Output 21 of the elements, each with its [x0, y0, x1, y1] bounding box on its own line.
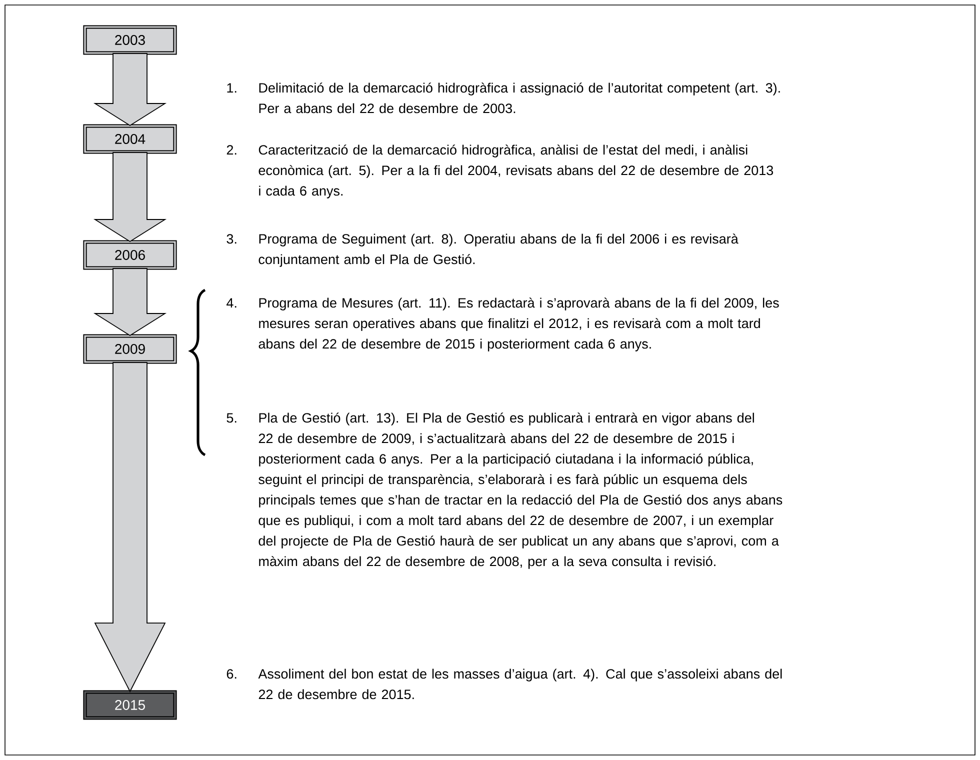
block-arrow [93, 152, 167, 242]
list-item-text: Caracterització de la demarcació hidrogràfica, anàlisi de l’estat del medi, i anàlisi econòmica (art. 5). Per a la fi del 2004, revisats abans del 22 de desembre de 2013 i cada 6 anys. [258, 144, 774, 198]
list-number: 1. [227, 83, 236, 93]
year-box: 2015 [83, 690, 177, 720]
list-number: 6. [226, 669, 236, 679]
list-item-text: Delimitació de la demarcació hidrogràfica i assignació de l’autoritat competent (art. 3). Per a abans del 22 de desembre de 2003. [259, 82, 780, 114]
year-box: 2004 [83, 124, 177, 154]
list-item-text: Pla de Gestió (art. 13). El Pla de Gestió es publicarà i entrarà en vigor abans del 22 de desembre de 2009, i s’actualitzarà abans del 22 de desembre de 2015 i posteriorment cada 6 anys. Per a la participació ciutadana i la informació pública, seguint el principi de transparència, s’elaborarà i es farà públic un esquema dels principals temes que s’han de tractar en la redacció del Pla de Gestió dos anys abans que es publiqui, i com a molt tard abans del 22 de desembre de 2007, i un exemplar del projecte de Pla de Gestió haurà de ser publicat un any abans que s’aprovi, com a màxim abans del 22 de desembre de 2008, per a la seva consulta i revisió. [258, 412, 782, 569]
list-item-text: Programa de Seguiment (art. 8). Operatiu abans de la fi del 2006 i es revisarà conjuntament amb el Pla de Gestió. [258, 234, 738, 267]
block-arrow [93, 268, 167, 336]
block-arrow [94, 362, 166, 692]
list-number: 4. [226, 298, 236, 308]
list-number: 5. [226, 413, 236, 423]
block-arrow [93, 53, 167, 126]
list-item-text: Assoliment del bon estat de les masses d’aigua (art. 4). Cal que s’assoleixi abans del 22 de desembre de 2015. [258, 668, 782, 700]
list-number: 2. [226, 145, 236, 155]
list-number: 3. [226, 234, 236, 244]
list-item-text: Programa de Mesures (art. 11). Es redactarà i s’aprovarà abans de la fi del 2009, les mesures seran operatives abans que finalitzi el 2012, i es revisarà com a molt tard abans del 22 de desembre de 2015 i posteriorment cada 6 anys. [258, 298, 779, 352]
year-box: 2003 [83, 25, 177, 55]
year-box: 2006 [83, 240, 177, 270]
year-box: 2009 [83, 334, 177, 364]
